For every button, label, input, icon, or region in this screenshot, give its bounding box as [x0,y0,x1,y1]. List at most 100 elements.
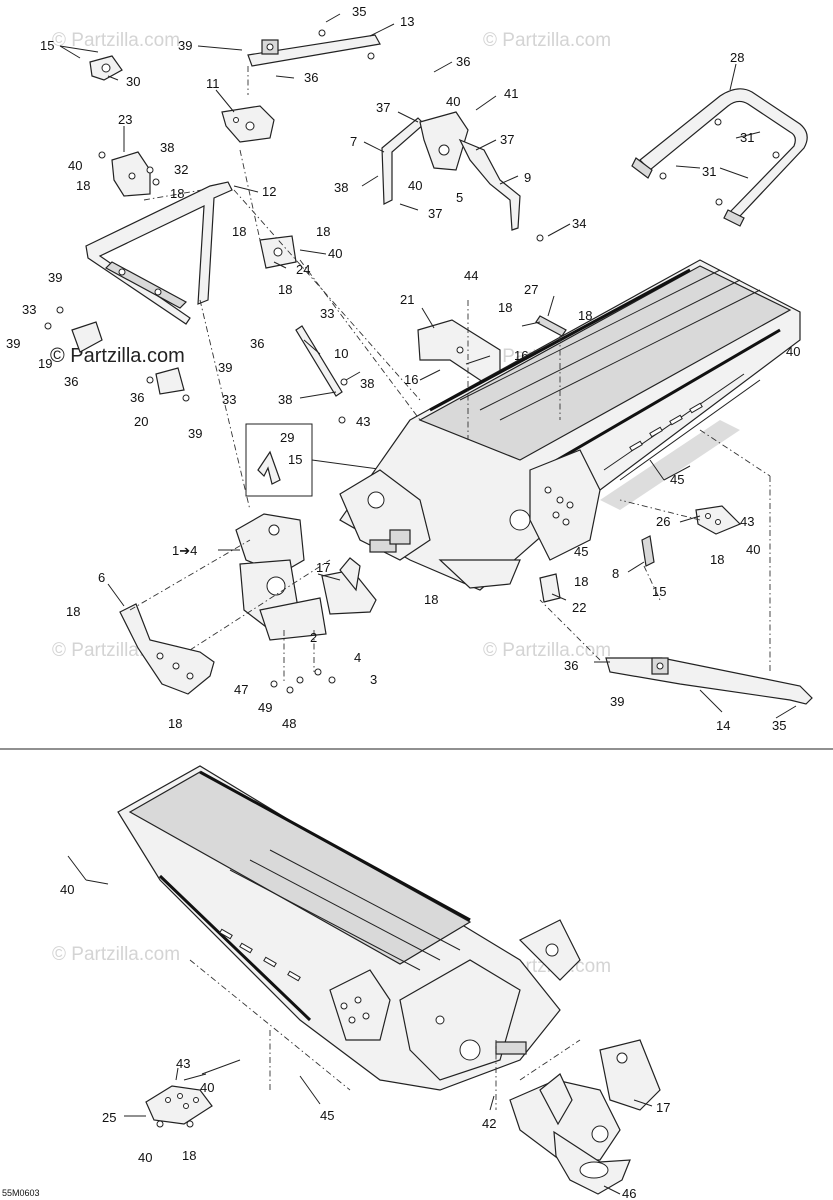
steering-supports-7-5-9 [381,111,544,242]
callout-18: 18 [66,604,80,619]
upper-exploded-view: 35 13 15 39 36 30 11 36 41 40 37 37 7 38… [6,4,813,733]
callout-33: 33 [22,302,36,317]
bracket-23 [98,151,160,197]
callout-9: 9 [524,170,531,185]
inset-box-29 [245,423,387,497]
callout-34: 34 [572,216,586,231]
callout-18: 18 [710,552,724,567]
callout-18: 18 [316,224,330,239]
callout-40: 40 [328,246,342,261]
callout-40: 40 [786,344,800,359]
callout-3: 3 [370,672,377,687]
callout-46: 46 [622,1186,636,1200]
callout-40: 40 [446,94,460,109]
callout-39: 39 [178,38,192,53]
bar-8 [641,535,655,567]
callout-18: 18 [168,716,182,731]
callout-45: 45 [320,1108,334,1123]
bracket-22 [539,573,561,603]
callout-18: 18 [578,308,592,323]
callout-43: 43 [740,514,754,529]
callout-19: 19 [38,356,52,371]
callout-17: 17 [316,560,330,575]
callout-41: 41 [504,86,518,101]
callout-39: 39 [6,336,20,351]
callout-45: 45 [670,472,684,487]
callout-36: 36 [304,70,318,85]
callout-39: 39 [48,270,62,285]
callout-37: 37 [500,132,514,147]
callout-43: 43 [176,1056,190,1071]
callout-7: 7 [350,134,357,149]
lower-assembled-view: 40 43 40 25 45 42 17 40 18 46 [60,765,670,1200]
bracket-24 [259,235,297,269]
callout-38: 38 [160,140,174,155]
callout-43: 43 [356,414,370,429]
callout-18: 18 [170,186,184,201]
callout-35: 35 [772,718,786,733]
callout-8: 8 [612,566,619,581]
callout-27: 27 [524,282,538,297]
leader-lines [59,13,797,719]
callout-36: 36 [130,390,144,405]
callout-36: 36 [564,658,578,673]
bracket-30 [89,55,123,81]
callout-36: 36 [250,336,264,351]
bracket-11 [221,105,275,143]
callout-40: 40 [68,158,82,173]
side-plate-6 [119,603,215,695]
callout-2: 2 [310,630,317,645]
callout-6: 6 [98,570,105,585]
callout-18: 18 [182,1148,196,1163]
callout-16: 16 [404,372,418,387]
assembly-lines [129,149,771,672]
a-frame-12 [85,181,233,325]
suspension-mount-17 [509,1039,661,1161]
callout-24: 24 [296,262,310,277]
callout-31: 31 [740,130,754,145]
callout-42: 42 [482,1116,496,1131]
callout-22: 22 [572,600,586,615]
diagram-code: 55M0603 [2,1188,40,1198]
callout-45: 45 [574,544,588,559]
callout-15: 15 [40,38,54,53]
callout-47: 47 [234,682,248,697]
watermark: © Partzilla.com [483,30,611,51]
tunnel-chassis-lower [117,765,581,1091]
callout-25: 25 [102,1110,116,1125]
callout-38: 38 [278,392,292,407]
callout-39: 39 [610,694,624,709]
callout-40: 40 [408,178,422,193]
callout-29: 29 [280,430,294,445]
callout-39: 39 [188,426,202,441]
callout-26: 26 [656,514,670,529]
fasteners-2-3-47-48-49 [270,630,336,694]
callout-18: 18 [232,224,246,239]
watermark-dark: © Partzilla.com [50,345,185,367]
callout-31: 31 [702,164,716,179]
callout-37: 37 [428,206,442,221]
callout-36: 36 [64,374,78,389]
callout-38: 38 [334,180,348,195]
callout-18: 18 [76,178,90,193]
lower-dashed-lines [189,959,581,1110]
callouts-upper: 35 13 15 39 36 30 11 36 41 40 37 37 7 38… [6,4,800,733]
callout-40: 40 [138,1150,152,1165]
callout-15: 15 [288,452,302,467]
callout-14: 14 [716,718,730,733]
callout-35: 35 [352,4,366,19]
lower-bar-14 [605,657,813,705]
callout-5: 5 [456,190,463,205]
callout-21: 21 [400,292,414,307]
callout-11: 11 [206,76,220,91]
lower-leader-lines [67,855,653,1195]
callout-18: 18 [498,300,512,315]
rod-10 [295,325,348,424]
callout-13: 13 [400,14,414,29]
suspension-mount-1-4 [235,513,377,641]
callout-18: 18 [424,592,438,607]
tunnel-chassis-upper [339,259,801,591]
callout-36: 36 [456,54,470,69]
callout-4: 4 [354,650,361,665]
